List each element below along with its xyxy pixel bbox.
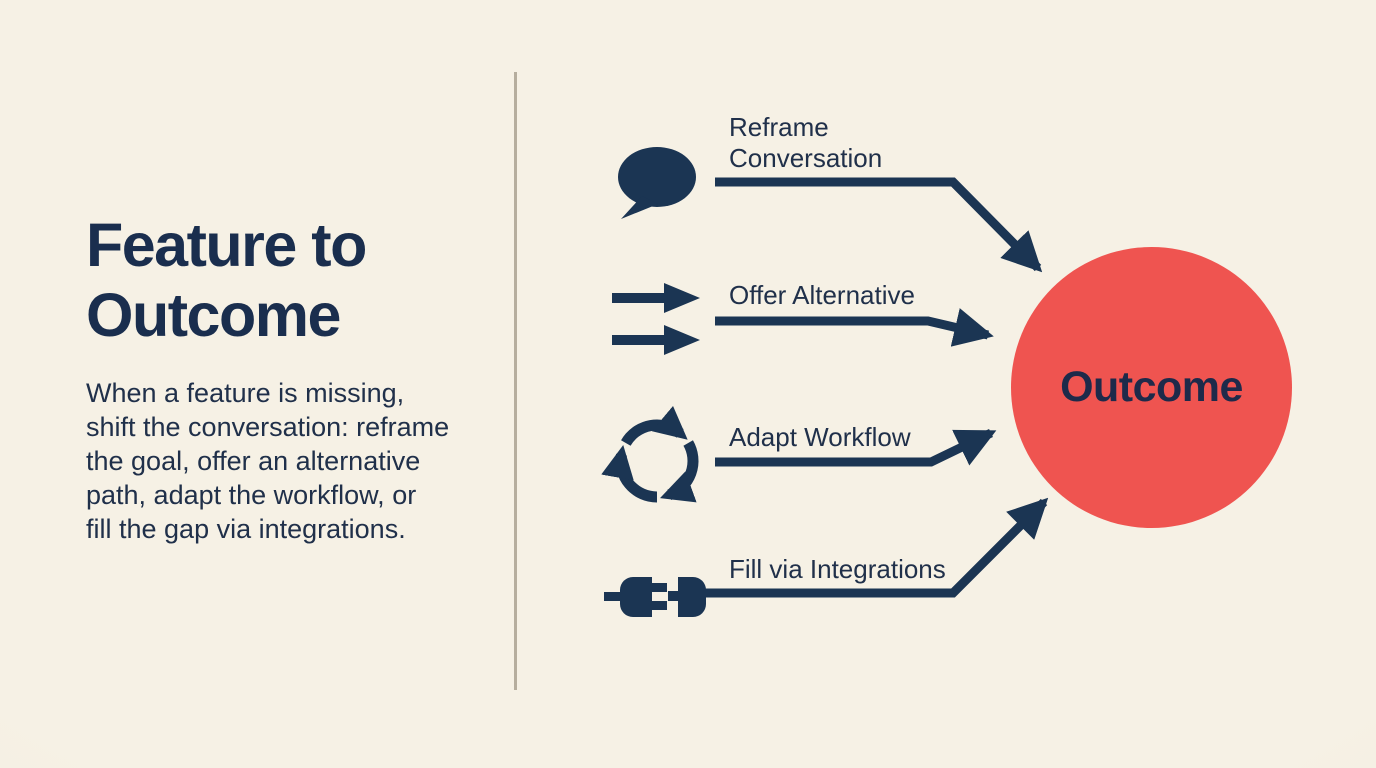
vertical-divider	[514, 72, 517, 690]
plug-icon	[604, 577, 706, 617]
flow-label-offer-alternative: Offer Alternative	[729, 280, 915, 310]
description-text: When a feature is missing, shift the con…	[86, 378, 450, 544]
flow-label-adapt-workflow: Adapt Workflow	[729, 422, 911, 452]
double-arrow-icon	[612, 283, 700, 355]
outcome-label: Outcome	[1060, 363, 1243, 411]
page-title: Feature to Outcome	[86, 211, 367, 349]
speech-bubble-icon	[618, 147, 696, 219]
left-panel: Feature to Outcome When a feature is mis…	[86, 210, 486, 546]
outcome-node: Outcome	[1011, 247, 1292, 528]
flow-label-fill-integrations: Fill via Integrations	[729, 554, 946, 584]
arrow-reframe-conversation	[715, 177, 1043, 273]
arrow-offer-alternative	[715, 308, 994, 347]
cycle-icon	[601, 405, 699, 503]
flow-label-reframe-conversation: Reframe Conversation	[729, 112, 883, 173]
